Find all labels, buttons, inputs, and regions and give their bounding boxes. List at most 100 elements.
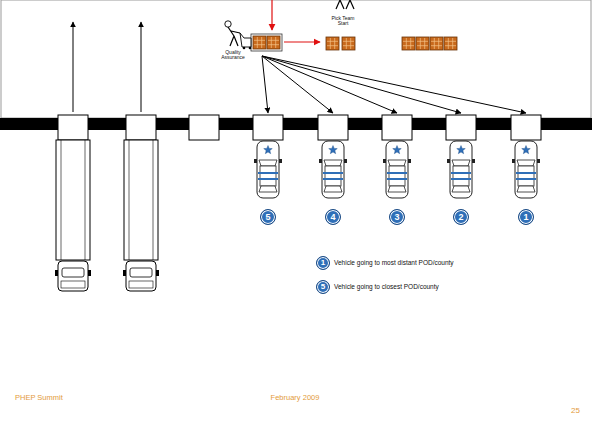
pallet-grid (343, 41, 354, 42)
pallet (253, 36, 266, 49)
outbound-arrow (73, 22, 74, 112)
car-windshield (259, 160, 277, 166)
dock-band (0, 118, 592, 130)
pallet-grid (254, 44, 265, 45)
outbound-arrow (141, 22, 142, 112)
truck-windshield (62, 268, 84, 277)
dock-door (318, 115, 348, 140)
pallet-grid (403, 45, 414, 46)
trailer-edge (153, 140, 154, 260)
pallet-grid (445, 45, 456, 46)
pallet-grid (420, 38, 421, 49)
pallet-grid (343, 45, 354, 46)
callout-text: 3 (394, 213, 399, 222)
pallet-grid (257, 37, 258, 48)
qa-station (251, 34, 282, 51)
pallet-grid (448, 38, 449, 49)
footer-text: 25 (540, 407, 580, 415)
car-roof (260, 166, 276, 186)
car-mirror (537, 159, 540, 163)
hand-cart (240, 33, 251, 47)
pallet (444, 37, 457, 50)
car-roof (518, 166, 534, 186)
pallet (267, 36, 280, 49)
truck-trailer (56, 140, 90, 260)
pallet-grid (438, 38, 439, 49)
pallet-grid (434, 38, 435, 49)
callout-text: 5 (321, 283, 325, 291)
truck-cab (58, 261, 88, 291)
pallet-grid (431, 45, 442, 46)
dock-door (253, 115, 283, 140)
pallet-grid (417, 45, 428, 46)
pallet-grid (254, 40, 265, 41)
pallet-grid (346, 38, 347, 49)
pallet-grid (350, 38, 351, 49)
car-mirror (279, 159, 282, 163)
pallet (326, 37, 339, 50)
pallet-grid (403, 41, 414, 42)
car-stripe (387, 178, 407, 180)
truck-mirror (123, 270, 126, 276)
dispatch-arrow (262, 56, 526, 113)
person-body (228, 27, 240, 46)
footer-text: February 2009 (240, 394, 350, 402)
pallet-grid (275, 37, 276, 48)
car-stripe (451, 178, 471, 180)
car-windshield (517, 160, 535, 166)
car-emblem (329, 146, 338, 154)
flow-arrow (284, 41, 320, 42)
cart-wheel (249, 47, 252, 50)
car-windshield (388, 160, 406, 166)
dock-door (189, 115, 219, 140)
callout-text: 4 (330, 213, 335, 222)
dispatch-arrow (262, 56, 397, 113)
car-body (450, 141, 472, 198)
pallet-grid (417, 41, 428, 42)
car-stripe (516, 178, 536, 180)
pallet-grid (261, 37, 262, 48)
car-mirror (344, 159, 347, 163)
callout-text: 1 (523, 213, 528, 222)
callout-text: 5 (265, 213, 270, 222)
car-windshield (324, 160, 342, 166)
car-body (515, 141, 537, 198)
car-mirror (472, 159, 475, 163)
car-body (322, 141, 344, 198)
legend-text: Vehicle going to most distant POD/county (334, 259, 454, 266)
car-rear-window (452, 186, 470, 192)
car-mirror (383, 159, 386, 163)
pallet (342, 37, 355, 50)
callout-text: 1 (321, 259, 325, 267)
truck-mirror (156, 270, 159, 276)
car-stripe (258, 178, 278, 180)
car-emblem (393, 146, 402, 154)
trailer-edge (61, 140, 62, 260)
pallet-grid (268, 40, 279, 41)
car-emblem (264, 146, 273, 154)
dock-door (58, 115, 88, 140)
pallet-grid (271, 37, 272, 48)
car-stripe (258, 172, 278, 174)
truck-windshield (130, 268, 152, 277)
callout-number: 5 (316, 280, 330, 294)
dock-door (126, 115, 156, 140)
callout-number: 1 (518, 209, 534, 225)
legend-text: Vehicle going to closest POD/county (334, 283, 439, 290)
car-stripe (516, 172, 536, 174)
truck-cab (126, 261, 156, 291)
pallet-grid (268, 44, 279, 45)
car-rear-window (517, 186, 535, 192)
truck-grille (129, 281, 153, 288)
car-body (257, 141, 279, 198)
cart-wheel (243, 47, 246, 50)
car-roof (325, 166, 341, 186)
dock-door (382, 115, 412, 140)
pallet-grid (452, 38, 453, 49)
car-roof (453, 166, 469, 186)
pallet-grid (410, 38, 411, 49)
truck-trailer (124, 140, 158, 260)
trailer-edge (85, 140, 86, 260)
